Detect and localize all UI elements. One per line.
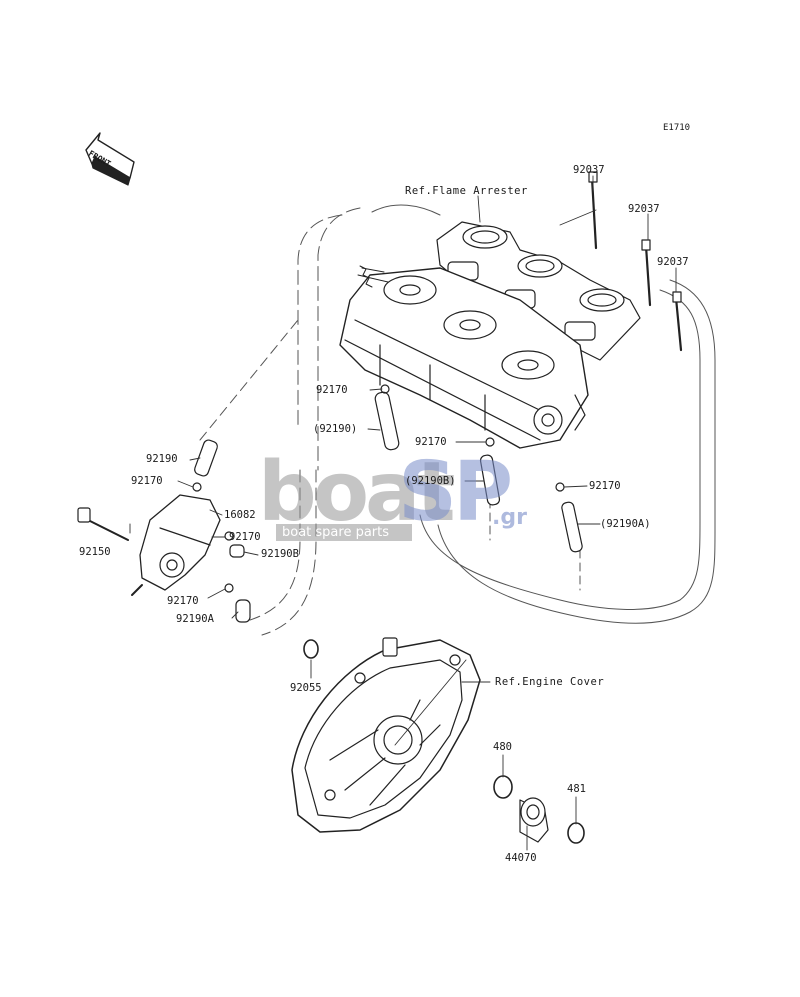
part-label-92170[interactable]: 92170 xyxy=(131,475,163,487)
engine-cover xyxy=(291,637,481,833)
part-label-92190b-ref[interactable]: (92190B) xyxy=(405,475,456,487)
part-label-92190a[interactable]: 92190A xyxy=(176,613,214,625)
front-arrow-icon xyxy=(85,132,135,186)
part-label-480[interactable]: 480 xyxy=(493,741,512,753)
part-label-92190[interactable]: 92190 xyxy=(146,453,178,465)
watermark-tagline: boat spare parts xyxy=(276,524,412,541)
part-label-16082[interactable]: 16082 xyxy=(224,509,256,521)
hoses-and-clamps xyxy=(374,384,583,553)
carburetor-assembly xyxy=(339,265,589,449)
o-ring xyxy=(303,639,319,659)
figure-id: E1710 xyxy=(663,123,691,133)
part-label-92170[interactable]: 92170 xyxy=(229,531,261,543)
part-label-92190b[interactable]: 92190B xyxy=(261,548,299,560)
ref-engine-cover: Ref.Engine Cover xyxy=(495,676,605,688)
part-label-92037[interactable]: 92037 xyxy=(657,256,689,268)
fuel-pump xyxy=(77,439,251,623)
part-label-44070[interactable]: 44070 xyxy=(505,852,537,864)
part-label-92170[interactable]: 92170 xyxy=(167,595,199,607)
part-label-92055[interactable]: 92055 xyxy=(290,682,322,694)
watermark-brand-tld: .gr xyxy=(492,505,527,530)
watermark-brand-boat: boat xyxy=(258,445,456,540)
leader-lines xyxy=(129,175,677,851)
watermark-brand-sp: SP xyxy=(398,445,513,540)
part-label-92170[interactable]: 92170 xyxy=(589,480,621,492)
part-label-481[interactable]: 481 xyxy=(567,783,586,795)
part-label-92190-ref[interactable]: (92190) xyxy=(313,423,358,435)
ref-flame-arrester: Ref.Flame Arrester xyxy=(405,185,528,197)
part-label-92037[interactable]: 92037 xyxy=(573,164,605,176)
hose-routing-lines xyxy=(199,204,716,636)
part-label-92190a-ref[interactable]: (92190A) xyxy=(600,518,651,530)
part-label-92170[interactable]: 92170 xyxy=(415,436,447,448)
part-label-92170[interactable]: 92170 xyxy=(316,384,348,396)
part-label-92037[interactable]: 92037 xyxy=(628,203,660,215)
part-label-92150[interactable]: 92150 xyxy=(79,546,111,558)
